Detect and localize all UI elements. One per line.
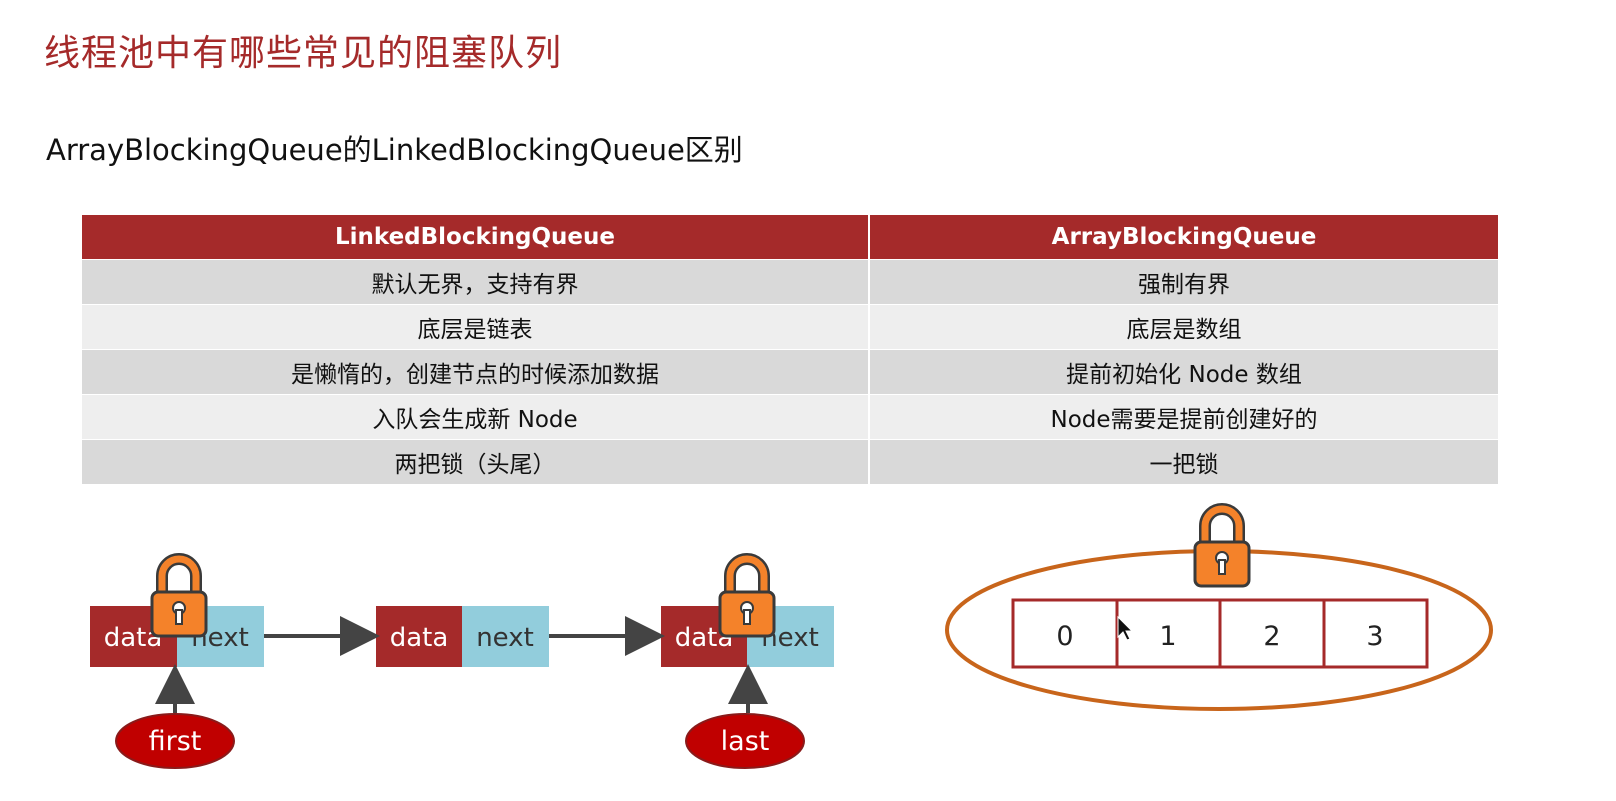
last-pointer: last xyxy=(685,713,805,769)
linked-node-1: data next xyxy=(90,606,264,667)
table-cell: 强制有界 xyxy=(868,259,1498,304)
array-cell-label: 1 xyxy=(1159,621,1176,652)
array-cell xyxy=(1218,598,1326,669)
table-row: 两把锁（头尾） 一把锁 xyxy=(82,439,1498,484)
lock-icon xyxy=(720,559,774,636)
table-cell: 一把锁 xyxy=(868,439,1498,484)
table-cell: Node需要是提前创建好的 xyxy=(868,394,1498,439)
next-label: next xyxy=(476,623,534,653)
table-cell: 是懒惰的，创建节点的时候添加数据 xyxy=(82,349,868,394)
array-cells: 0 1 2 3 xyxy=(1011,598,1429,669)
data-cell xyxy=(376,606,462,667)
table-row: 入队会生成新 Node Node需要是提前创建好的 xyxy=(82,394,1498,439)
last-label: last xyxy=(721,726,770,757)
comparison-table: LinkedBlockingQueue ArrayBlockingQueue 默… xyxy=(82,215,1498,484)
lock-icon xyxy=(1195,509,1249,586)
header-linked: LinkedBlockingQueue xyxy=(82,215,868,259)
linked-node-2: data next xyxy=(376,606,549,667)
array-cell xyxy=(1011,598,1119,669)
header-array: ArrayBlockingQueue xyxy=(868,215,1498,259)
array-cell-label: 3 xyxy=(1366,621,1383,652)
table-cell: 底层是链表 xyxy=(82,304,868,349)
lock-icon xyxy=(152,559,206,636)
subtitle: ArrayBlockingQueue的LinkedBlockingQueue区别 xyxy=(46,133,743,167)
table-cell: 提前初始化 Node 数组 xyxy=(868,349,1498,394)
array-cell-label: 2 xyxy=(1263,621,1280,652)
table-cell: 入队会生成新 Node xyxy=(82,394,868,439)
data-label: data xyxy=(390,623,449,653)
table-row: 底层是链表 底层是数组 xyxy=(82,304,1498,349)
table-row: 默认无界，支持有界 强制有界 xyxy=(82,259,1498,304)
next-cell xyxy=(462,606,549,667)
first-pointer: first xyxy=(115,713,235,769)
table-cell: 默认无界，支持有界 xyxy=(82,259,868,304)
page-title: 线程池中有哪些常见的阻塞队列 xyxy=(44,33,563,74)
table-row: 是懒惰的，创建节点的时候添加数据 提前初始化 Node 数组 xyxy=(82,349,1498,394)
table-cell: 两把锁（头尾） xyxy=(82,439,868,484)
array-cell-label: 0 xyxy=(1056,621,1073,652)
table-header-row: LinkedBlockingQueue ArrayBlockingQueue xyxy=(82,215,1498,259)
mouse-cursor-icon xyxy=(1117,615,1134,641)
first-label: first xyxy=(149,726,202,757)
table-cell: 底层是数组 xyxy=(868,304,1498,349)
array-cell xyxy=(1322,598,1429,669)
